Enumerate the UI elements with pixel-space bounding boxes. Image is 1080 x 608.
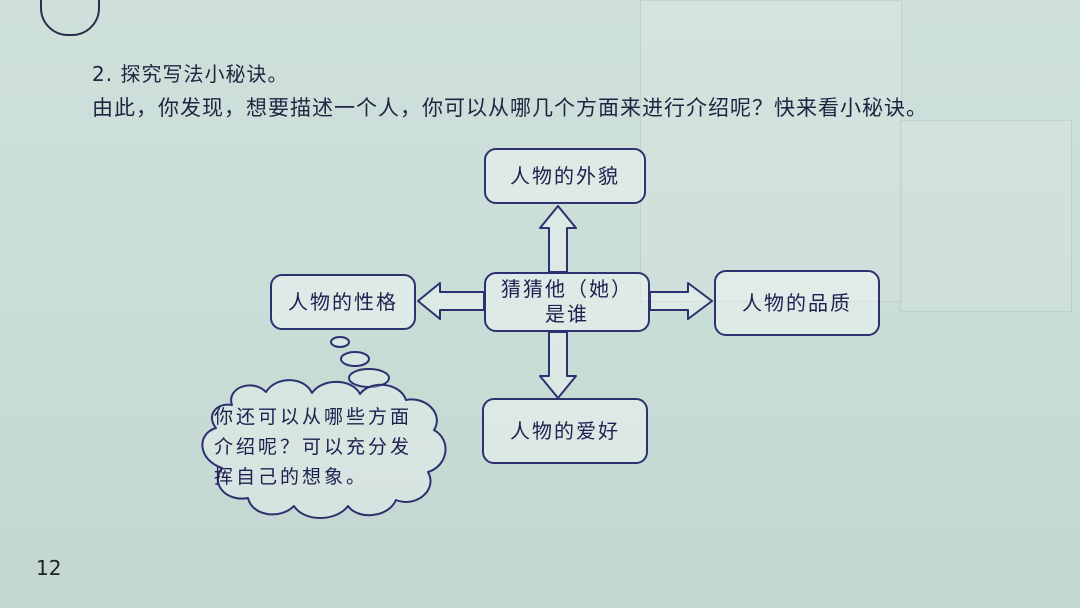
arrow-up	[539, 205, 577, 273]
print-through-block	[640, 0, 902, 302]
center-line-1: 猜猜他（她）	[501, 277, 633, 301]
bubble-dot	[330, 336, 350, 348]
bubble-dot	[340, 351, 370, 367]
node-center: 猜猜他（她） 是谁	[484, 272, 650, 332]
thought-cloud	[201, 379, 447, 519]
center-line-2: 是谁	[545, 302, 589, 326]
node-hobbies: 人物的爱好	[482, 398, 648, 464]
arrow-down	[539, 331, 577, 399]
page-number: 12	[36, 556, 62, 580]
arrow-left	[417, 282, 485, 320]
arrow-right	[649, 282, 713, 320]
section-heading: 2. 探究写法小秘诀。	[92, 62, 289, 86]
node-personality: 人物的性格	[270, 274, 416, 330]
node-character: 人物的品质	[714, 270, 880, 336]
thought-bubble-text: 你还可以从哪些方面 介绍呢？可以充分发 挥自己的想象。	[214, 406, 413, 488]
print-through-block	[900, 120, 1072, 312]
node-appearance: 人物的外貌	[484, 148, 646, 204]
intro-question: 由此，你发现，想要描述一个人，你可以从哪几个方面来进行介绍呢？快来看小秘诀。	[92, 96, 928, 120]
